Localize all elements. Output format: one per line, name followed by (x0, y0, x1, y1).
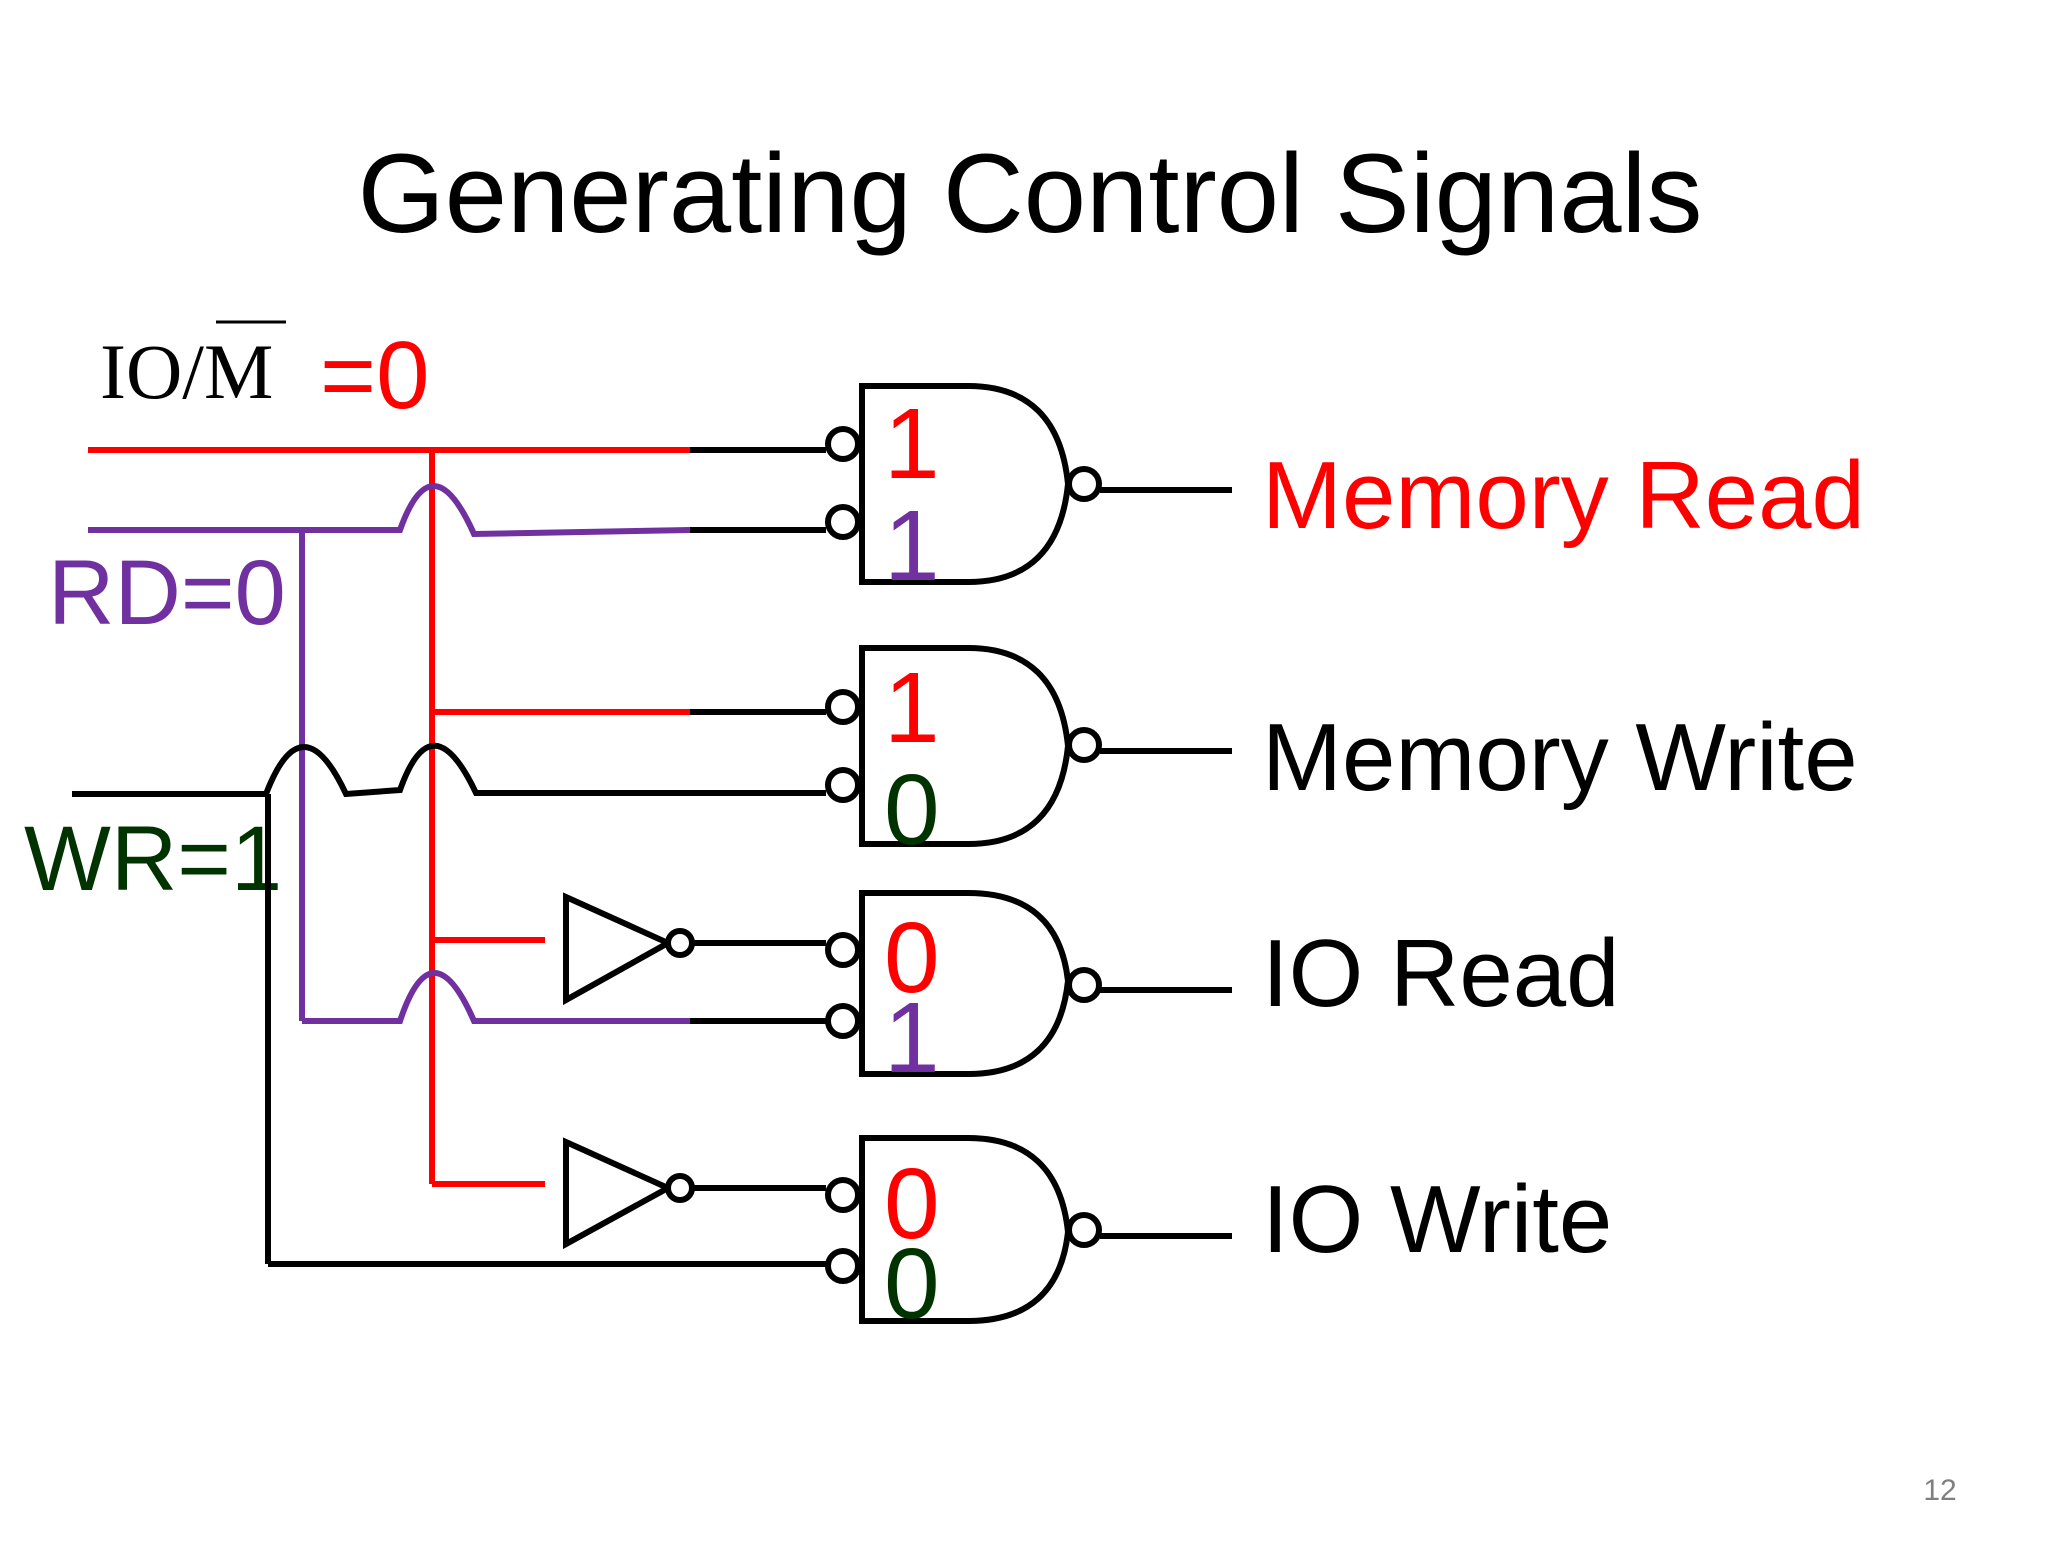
gate-4-input-1: 0 (884, 1148, 940, 1260)
gate-3-input-1: 0 (884, 902, 940, 1014)
output-memory-write: Memory Write (1262, 704, 1858, 811)
gate-io-read (825, 890, 1232, 1077)
slide-title: Generating Control Signals (358, 131, 1703, 256)
gate-1-input-2: 1 (884, 490, 940, 602)
gate-2-input-1: 1 (884, 652, 940, 764)
output-io-read: IO Read (1262, 920, 1620, 1027)
page-number: 12 (1923, 1474, 1956, 1507)
io-m-wires (88, 447, 690, 1187)
rd-label: RD=0 (48, 542, 286, 644)
output-io-write: IO Write (1262, 1166, 1612, 1273)
gate-2-input-2: 0 (884, 754, 940, 866)
inverter-io-read (563, 892, 826, 1006)
io-m-value: =0 (320, 322, 429, 429)
inverter-io-write (563, 1137, 826, 1250)
wr-label: WR=1 (24, 808, 282, 910)
gate-memory-read (825, 383, 1232, 585)
wr-wires (72, 742, 690, 1267)
output-memory-read: Memory Read (1262, 442, 1865, 549)
gate-memory-write (825, 645, 1232, 847)
io-m-label: IO/M (100, 328, 273, 415)
gate-3-input-2: 1 (884, 982, 940, 1094)
gate-io-write (825, 1135, 1232, 1324)
gate-input-values: 1 1 1 0 0 1 0 0 (884, 388, 940, 1340)
gate-input-stubs (690, 447, 826, 1267)
rd-wires (88, 483, 694, 1024)
gate-1-input-1: 1 (884, 388, 940, 500)
gate-4-input-2: 0 (884, 1228, 940, 1340)
gate-output-labels: Memory Read Memory Write IO Read IO Writ… (1262, 442, 1865, 1273)
